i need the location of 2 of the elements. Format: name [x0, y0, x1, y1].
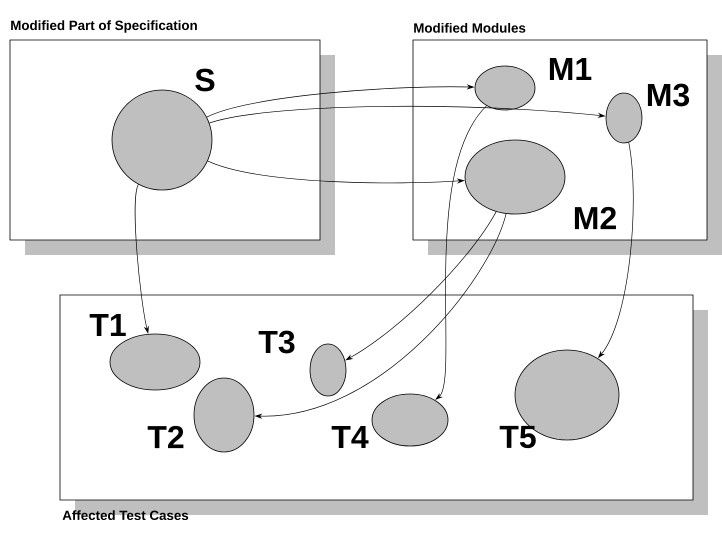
panel-heading: Modified Part of Specification — [11, 20, 197, 33]
panel-heading: Modified Modules — [414, 22, 526, 33]
